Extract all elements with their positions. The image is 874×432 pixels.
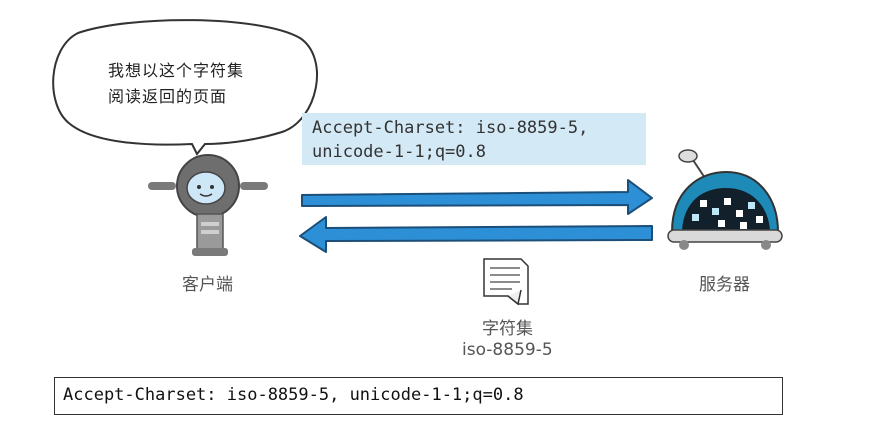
request-header-line-1: Accept-Charset: iso-8859-5, <box>312 118 589 138</box>
client-label: 客户端 <box>182 275 233 295</box>
code-example-box <box>54 377 783 415</box>
server-robot-icon <box>667 149 783 250</box>
document-icon <box>483 258 529 306</box>
bubble-line-2: 阅读返回的页面 <box>108 87 228 106</box>
request-header-text: Accept-Charset: iso-8859-5, unicode-1-1;… <box>312 116 588 164</box>
document-label: 字符集 <box>482 319 533 339</box>
bubble-line-1: 我想以这个字符集 <box>108 61 245 80</box>
server-label: 服务器 <box>699 275 750 295</box>
code-example-text: Accept-Charset: iso-8859-5, unicode-1-1;… <box>63 385 524 405</box>
speech-bubble <box>52 19 318 156</box>
request-header-line-2: unicode-1-1;q=0.8 <box>312 142 486 162</box>
client-robot-icon <box>148 154 268 256</box>
bubble-text: 我想以这个字符集 阅读返回的页面 <box>108 58 288 110</box>
request-header-box <box>302 113 646 165</box>
request-arrow <box>301 179 653 215</box>
response-arrow <box>299 216 653 253</box>
document-value: iso-8859-5 <box>462 340 553 360</box>
